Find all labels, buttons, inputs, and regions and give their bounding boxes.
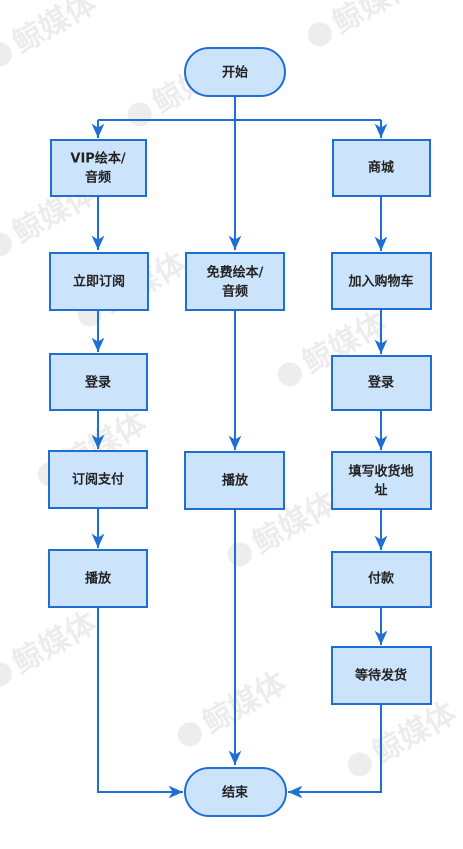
subscription-payment-label: 订阅支付	[72, 472, 124, 488]
label-line: 免费绘本/	[207, 264, 264, 280]
start-node: 开始	[184, 47, 286, 97]
end-node: 结束	[184, 767, 287, 817]
subscribe-now-label: 立即订阅	[73, 274, 125, 290]
payment-node: 付款	[331, 551, 432, 608]
watermark: 鲸媒体	[307, 0, 423, 47]
free-node: 免费绘本/音频	[185, 252, 285, 311]
watermark: 鲸媒体	[0, 605, 103, 687]
label-line: 址	[374, 482, 387, 498]
watermark-text: 鲸媒体	[327, 0, 423, 41]
login-right-label: 登录	[367, 375, 394, 391]
play-middle-node: 播放	[184, 451, 285, 510]
login-left-node: 登录	[49, 353, 148, 411]
label-line: 填写收货地	[348, 463, 413, 479]
address-label: 填写收货地址	[348, 463, 413, 498]
node-layer: 开始 VIP绘本/音频 立即订阅 登录 订阅支付 播放 免费绘本/音频	[48, 47, 432, 817]
label-line: VIP绘本/	[70, 150, 125, 166]
login-right-node: 登录	[331, 355, 432, 411]
label-line: 音频	[222, 283, 248, 299]
vip-node: VIP绘本/音频	[50, 139, 147, 197]
label-line: 音频	[85, 169, 111, 185]
free-label: 免费绘本/音频	[207, 264, 264, 299]
watermark: 鲸媒体	[177, 665, 293, 747]
edge-play-end-left	[97, 607, 183, 799]
payment-label: 付款	[368, 571, 395, 587]
mall-node: 商城	[332, 139, 431, 197]
edge-layer	[91, 97, 388, 799]
subscription-payment-node: 订阅支付	[48, 450, 148, 509]
play-left-label: 播放	[85, 571, 112, 587]
wait-ship-node: 等待发货	[331, 646, 432, 705]
watermark: 鲸媒体	[347, 695, 463, 777]
play-middle-label: 播放	[222, 473, 249, 489]
watermark-text: 鲸媒体	[7, 0, 103, 61]
watermark-text: 鲸媒体	[7, 605, 103, 681]
address-node: 填写收货地址	[331, 451, 432, 510]
end-label: 结束	[222, 785, 249, 801]
watermark-text: 鲸媒体	[197, 665, 293, 741]
subscribe-now-node: 立即订阅	[49, 252, 149, 311]
wait-ship-label: 等待发货	[354, 668, 407, 684]
vip-label: VIP绘本/音频	[70, 150, 125, 185]
login-left-label: 登录	[84, 375, 111, 391]
add-cart-label: 加入购物车	[347, 274, 413, 290]
add-cart-node: 加入购物车	[331, 252, 432, 310]
start-label: 开始	[222, 65, 248, 81]
edge-wait-end-right	[288, 704, 382, 799]
play-left-node: 播放	[48, 549, 148, 608]
watermark: 鲸媒体	[0, 0, 103, 67]
mall-label: 商城	[368, 160, 394, 176]
